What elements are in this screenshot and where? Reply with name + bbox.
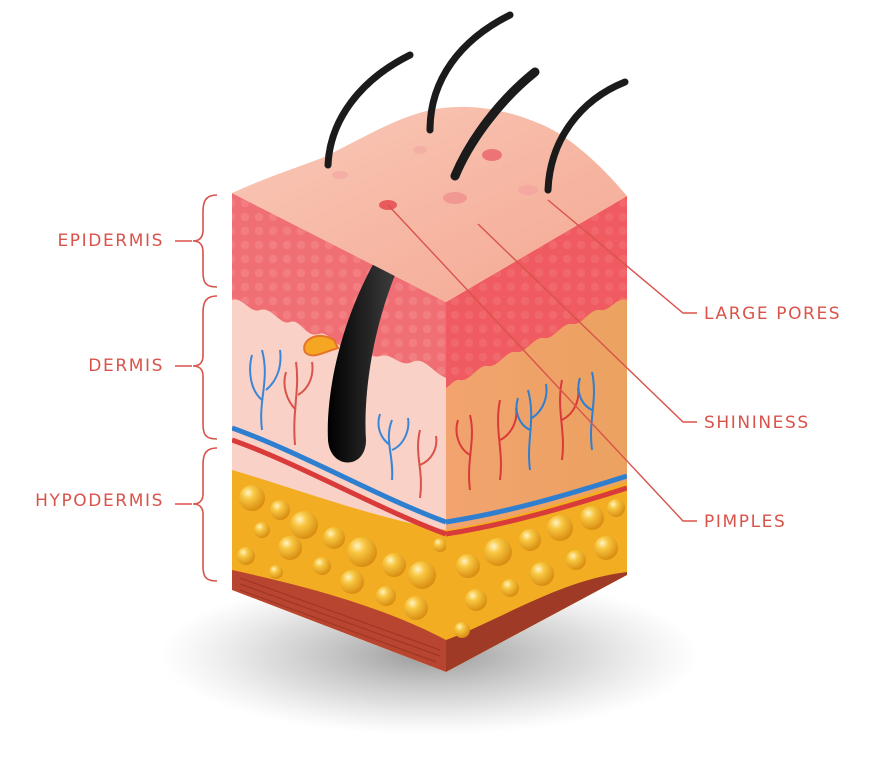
pimples-label: PIMPLES <box>704 512 787 532</box>
large-pores-leader <box>547 199 697 314</box>
sebaceous-gland <box>303 334 340 357</box>
epidermis-label: EPIDERMIS <box>57 231 164 251</box>
left-face <box>232 193 446 672</box>
epidermis-bracket <box>192 194 218 288</box>
vein-band-right <box>446 473 627 525</box>
hypodermis-label: HYPODERMIS <box>35 491 164 511</box>
hair-follicle <box>327 193 446 463</box>
pimples-leader <box>387 204 697 522</box>
shininess-leader <box>477 223 697 423</box>
leader-lines <box>387 199 697 522</box>
fat-cells-left <box>237 485 446 620</box>
dermis-bracket <box>192 295 218 440</box>
artery-band-right <box>446 485 627 537</box>
vein-band-left <box>232 425 446 525</box>
capillaries-left <box>249 349 438 499</box>
shininess-label: SHININESS <box>704 413 810 433</box>
hypodermis-bracket <box>192 447 218 582</box>
dermis-label: DERMIS <box>88 356 164 376</box>
pores <box>332 146 538 210</box>
muscle-layer-right <box>446 572 627 672</box>
hairs <box>324 11 629 194</box>
fat-cells-right <box>454 499 625 638</box>
layer-brackets <box>175 194 218 582</box>
large-pores-label: LARGE PORES <box>704 304 842 324</box>
capillaries-right <box>455 371 595 491</box>
artery-band-left <box>232 437 446 537</box>
